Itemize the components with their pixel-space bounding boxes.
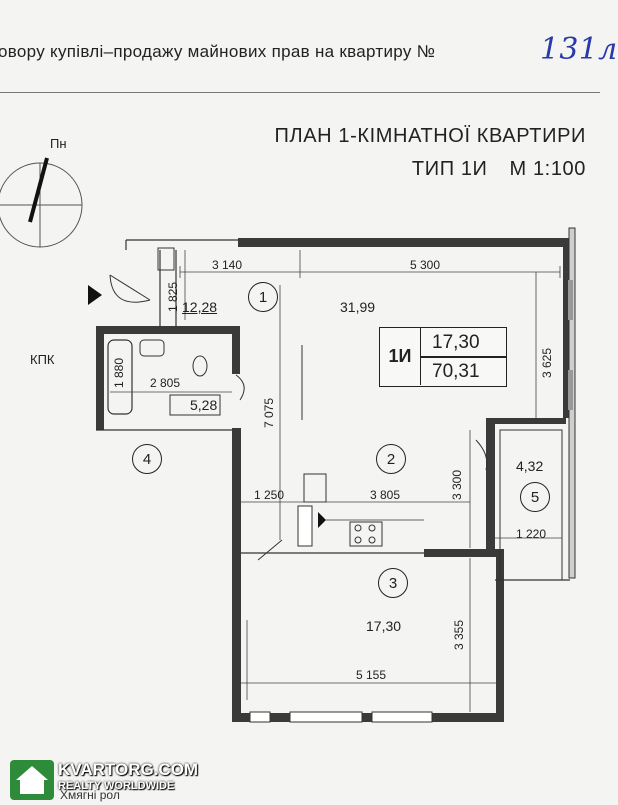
- house-icon: [10, 760, 54, 800]
- total-area: 70,31: [432, 361, 480, 382]
- dim-3625: 3 625: [540, 347, 554, 378]
- summary-divider: [420, 356, 506, 358]
- bathroom-top-wall: [96, 326, 238, 334]
- entrance-arrow-icon: [88, 285, 102, 305]
- left-wall: [232, 428, 241, 722]
- plan-type: ТИП 1И: [411, 158, 488, 180]
- stove-icon: [349, 521, 383, 547]
- room-1-number: 1: [248, 282, 278, 312]
- kitchen-sink-icon: [303, 473, 327, 503]
- room-2-area: 31,99: [340, 299, 376, 315]
- living-area: 17,30: [432, 332, 480, 353]
- dim-1880: 1 880: [112, 357, 126, 388]
- plan-subtitle: ТИП 1И М 1:100: [412, 158, 586, 181]
- header-divider: [0, 92, 600, 93]
- sink-icon: [139, 339, 165, 357]
- dim-7075: 7 075: [262, 397, 276, 428]
- toilet-icon: [192, 355, 208, 377]
- compass-icon: [0, 157, 83, 248]
- room-1-area: 12,28: [182, 299, 218, 315]
- site-watermark: KVARTORG.COM REALTY WORLDWIDE: [10, 758, 230, 800]
- footer-cut-text: Хмягні рол: [60, 788, 120, 802]
- plan-scale: М 1:100: [509, 158, 586, 180]
- dim-5155: 5 155: [356, 668, 387, 682]
- room-4-area: 5,28: [190, 397, 218, 413]
- dim-3300: 3 300: [450, 469, 464, 500]
- floor-plan: [0, 157, 576, 723]
- watermark-tagline: REALTY WORLDWIDE: [58, 780, 175, 792]
- room-5-area: 4,32: [516, 458, 544, 474]
- kpk-label: КПК: [30, 352, 55, 367]
- plan-title: ПЛАН 1-КІМНАТНОЇ КВАРТИРИ: [274, 125, 586, 147]
- bottom-wall: [232, 713, 504, 722]
- room-4-number: 4: [132, 444, 162, 474]
- contract-number-handwritten: 131л: [540, 32, 618, 67]
- room-3-number: 3: [378, 568, 408, 598]
- contract-text: овору купівлі–продажу майнових прав на к…: [0, 42, 436, 61]
- dim-1825: 1 825: [166, 281, 180, 312]
- dim-3140: 3 140: [212, 258, 243, 272]
- room-2-number: 2: [376, 444, 406, 474]
- top-wall: [238, 238, 568, 247]
- apartment-type: 1И: [380, 328, 421, 385]
- room-5-number: 5: [520, 482, 550, 512]
- dim-3355: 3 355: [452, 619, 466, 650]
- compass-label: Пн: [50, 136, 67, 151]
- room-3-area: 17,30: [366, 618, 402, 634]
- contract-header: овору купівлі–продажу майнових прав на к…: [0, 32, 617, 68]
- dim-1220: 1 220: [516, 527, 547, 541]
- right-wall: [563, 238, 571, 418]
- dim-2805: 2 805: [150, 376, 181, 390]
- watermark-brand: KVARTORG.COM: [58, 760, 199, 779]
- dim-1250: 1 250: [254, 488, 285, 502]
- dimension-lines: [110, 250, 562, 712]
- area-summary-box: 1И 17,30 70,31: [379, 327, 507, 387]
- bedroom-partition: [424, 549, 504, 557]
- dim-5300: 5 300: [410, 258, 441, 272]
- dim-3805: 3 805: [370, 488, 401, 502]
- bathtub-icon: [107, 339, 133, 415]
